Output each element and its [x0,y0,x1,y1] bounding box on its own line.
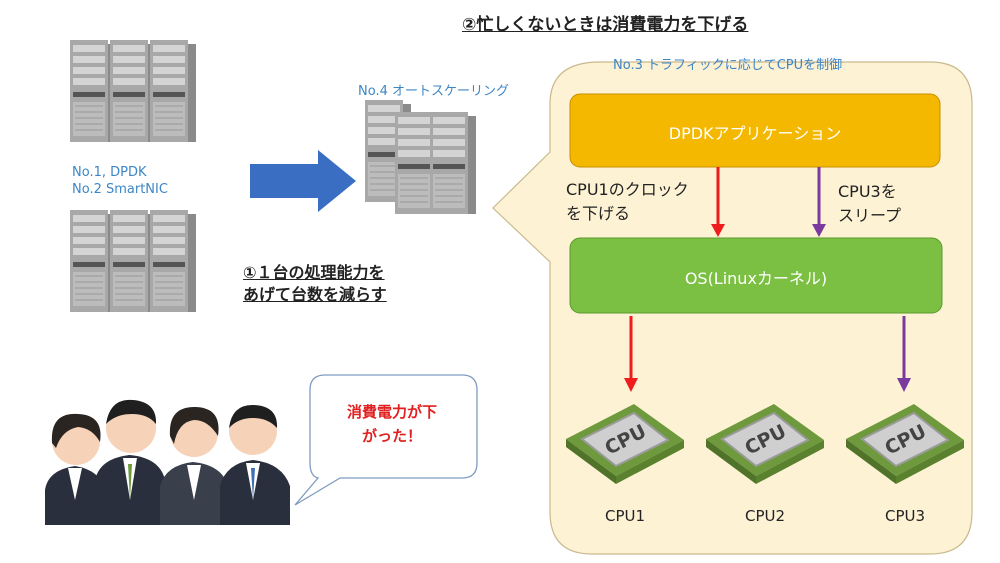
cpu1-arrow [624,316,638,392]
speech-text: 消費電力が下 がった！ [327,400,457,448]
clock-note-line-2: を下げる [566,204,631,223]
clock-note: CPU1のクロック を下げる [566,178,689,226]
os-box [569,237,943,314]
server-rack-bottom-icon [69,209,197,313]
speech-line-1: 消費電力が下 [346,403,437,421]
sleep-note-line-1: CPU3を [838,182,897,201]
speech-line-2: がった！ [361,427,422,445]
team-people-icon [45,399,290,525]
step1-caption: ①１台の処理能力を あげて台数を減らす [243,262,387,306]
dpdk-app-box [569,93,941,168]
dpdk-app-label: DPDKアプリケーション [668,124,842,143]
autoscale-server-icon [364,99,477,215]
server-rack-top-icon [69,39,197,143]
server-label-2: No.2 SmartNIC [72,182,168,197]
scale-up-arrow [250,150,356,212]
step1-line-2: あげて台数を減らす [243,285,387,304]
clock-note-line-1: CPU1のクロック [566,180,689,199]
autoscale-label: No.4 オートスケーリング [358,84,509,99]
clock-down-arrow [711,167,725,237]
os-label: OS(Linuxカーネル) [684,269,828,288]
sleep-note: CPU3を スリープ [838,180,901,228]
sleep-note-line-2: スリープ [838,206,902,225]
cpu1-label: CPU1 [605,507,646,525]
step2-heading: ②忙しくないときは消費電力を下げる [462,15,749,35]
server-label-1: No.1, DPDK [72,165,147,180]
cpu-control-label: No.3 トラフィックに応じてCPUを制御 [613,58,843,73]
cpu3-arrow [897,316,911,392]
cpu3-label: CPU3 [885,507,926,525]
step1-line-1: ①１台の処理能力を [243,263,385,282]
speech-bubble [294,374,478,506]
sleep-arrow [812,167,826,237]
cpu2-label: CPU2 [745,507,786,525]
